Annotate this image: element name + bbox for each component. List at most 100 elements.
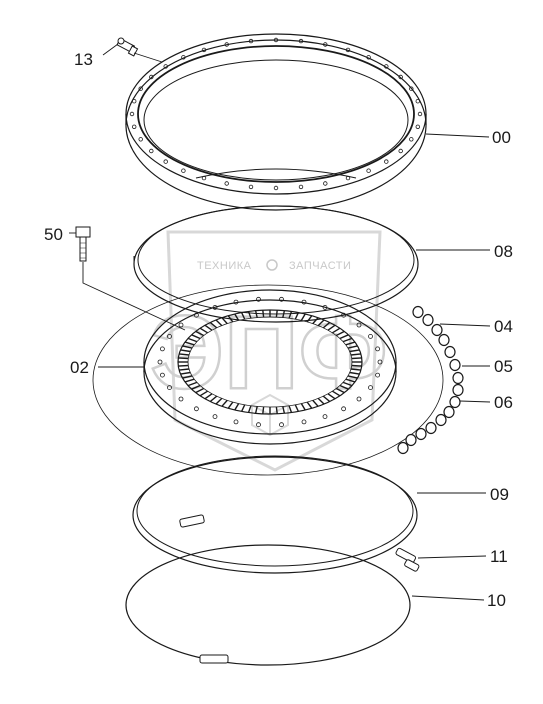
gear-tooth bbox=[204, 393, 213, 400]
bolt-hole bbox=[279, 422, 284, 428]
bolt-hole bbox=[384, 159, 389, 164]
gear-tooth bbox=[179, 353, 190, 356]
bolt-hole bbox=[224, 42, 229, 47]
callout-11: 11 bbox=[490, 547, 508, 566]
ball bbox=[444, 345, 456, 359]
bolt-hole bbox=[273, 185, 279, 191]
leader-06 bbox=[459, 400, 491, 403]
gear-tooth bbox=[335, 330, 345, 337]
gear-tooth bbox=[247, 405, 252, 413]
gear-ring-bolt-holes bbox=[157, 296, 383, 428]
bolt-hole bbox=[248, 38, 254, 44]
gear-tooth bbox=[187, 337, 198, 343]
bolt-hole bbox=[368, 333, 373, 339]
bolt-hole bbox=[193, 406, 199, 412]
bolt-hole bbox=[415, 98, 420, 104]
bolt-hole bbox=[279, 296, 284, 302]
gear-tooth bbox=[221, 317, 228, 325]
bolt-hole bbox=[201, 175, 207, 181]
part-13-grease-nipple bbox=[116, 37, 139, 57]
bolt-hole bbox=[201, 47, 207, 53]
bolt-hole bbox=[256, 422, 261, 428]
part-08-seal bbox=[133, 205, 419, 323]
gear-tooth bbox=[262, 406, 265, 414]
ball-and-spacer-chain bbox=[397, 305, 464, 455]
gear-tooth bbox=[327, 393, 336, 400]
gear-tooth bbox=[209, 321, 218, 329]
outer-ring-bolt-holes bbox=[129, 37, 423, 191]
gear-tooth bbox=[215, 397, 223, 405]
bolt-hole bbox=[417, 111, 423, 117]
gear-tooth bbox=[332, 390, 341, 397]
leader-10 bbox=[411, 595, 485, 601]
gear-tooth bbox=[180, 371, 191, 375]
gear-tooth bbox=[342, 381, 353, 387]
gear-tooth bbox=[178, 357, 189, 360]
gear-tooth bbox=[322, 395, 331, 403]
gear-tooth bbox=[199, 390, 208, 397]
bolt-hole bbox=[181, 55, 186, 60]
gear-tooth bbox=[195, 330, 205, 337]
gear-tooth bbox=[332, 327, 341, 334]
gear-tooth bbox=[184, 341, 195, 346]
bolt-leader-dashed bbox=[82, 262, 186, 331]
bolt-hole bbox=[273, 37, 279, 43]
callout-13: 13 bbox=[74, 50, 93, 69]
bolt-hole bbox=[322, 304, 328, 310]
leader-00 bbox=[425, 133, 490, 138]
gear-tooth bbox=[347, 375, 358, 379]
bolt-hole bbox=[163, 64, 168, 69]
watermark-gear-icon bbox=[266, 259, 278, 271]
bolt-hole bbox=[159, 346, 165, 352]
gear-tooth bbox=[350, 368, 361, 371]
gear-tooth bbox=[180, 349, 191, 353]
bolt-hole bbox=[178, 396, 184, 402]
gear-tooth bbox=[317, 397, 325, 405]
gear-tooth bbox=[234, 313, 240, 321]
bolt-hole bbox=[233, 299, 239, 305]
gear-tooth bbox=[179, 368, 190, 371]
bolt-hole bbox=[212, 304, 218, 310]
ball bbox=[415, 427, 427, 441]
gear-tooth bbox=[262, 310, 265, 318]
gear-tooth bbox=[306, 315, 313, 323]
spacer bbox=[425, 421, 437, 435]
ball bbox=[449, 395, 461, 409]
callout-00: 00 bbox=[492, 128, 511, 147]
gear-tooth bbox=[182, 345, 193, 349]
bolt-hole bbox=[138, 137, 143, 142]
gear-tooth bbox=[209, 395, 218, 403]
bolt-hole bbox=[356, 396, 362, 402]
gear-tooth bbox=[339, 384, 349, 390]
callout-04: 04 bbox=[494, 317, 513, 336]
bolt-hole bbox=[181, 168, 186, 173]
gear-tooth bbox=[339, 334, 349, 340]
gear-tooth bbox=[199, 327, 208, 334]
bolt-hole bbox=[149, 148, 154, 154]
bolt-hole bbox=[233, 419, 239, 425]
part-10-seal bbox=[125, 544, 411, 666]
watermark-shield-icon bbox=[166, 230, 382, 472]
watermark-top-text: ТЕХНИКА bbox=[197, 260, 252, 272]
bolt-hole bbox=[366, 168, 371, 173]
bolt-hole bbox=[375, 346, 381, 352]
part-00-outer-ring bbox=[125, 33, 427, 211]
bolt-hole bbox=[345, 175, 351, 181]
spacer bbox=[438, 333, 450, 347]
bolt-hole bbox=[301, 299, 307, 305]
bolt-hole bbox=[398, 74, 403, 80]
callout-08: 08 bbox=[494, 242, 513, 261]
callout-02: 02 bbox=[70, 358, 89, 377]
ball bbox=[431, 323, 443, 337]
leader-lines bbox=[69, 43, 491, 601]
bolt-hole bbox=[159, 372, 165, 378]
leader-13 bbox=[102, 43, 163, 63]
spacer bbox=[449, 358, 461, 372]
bolt-hole bbox=[298, 184, 304, 190]
bolt-hole bbox=[384, 64, 389, 69]
bolt-hole bbox=[212, 414, 218, 420]
ball bbox=[397, 441, 409, 455]
spacer bbox=[422, 313, 434, 327]
spacer bbox=[405, 433, 417, 447]
bolt-hole bbox=[356, 322, 362, 328]
